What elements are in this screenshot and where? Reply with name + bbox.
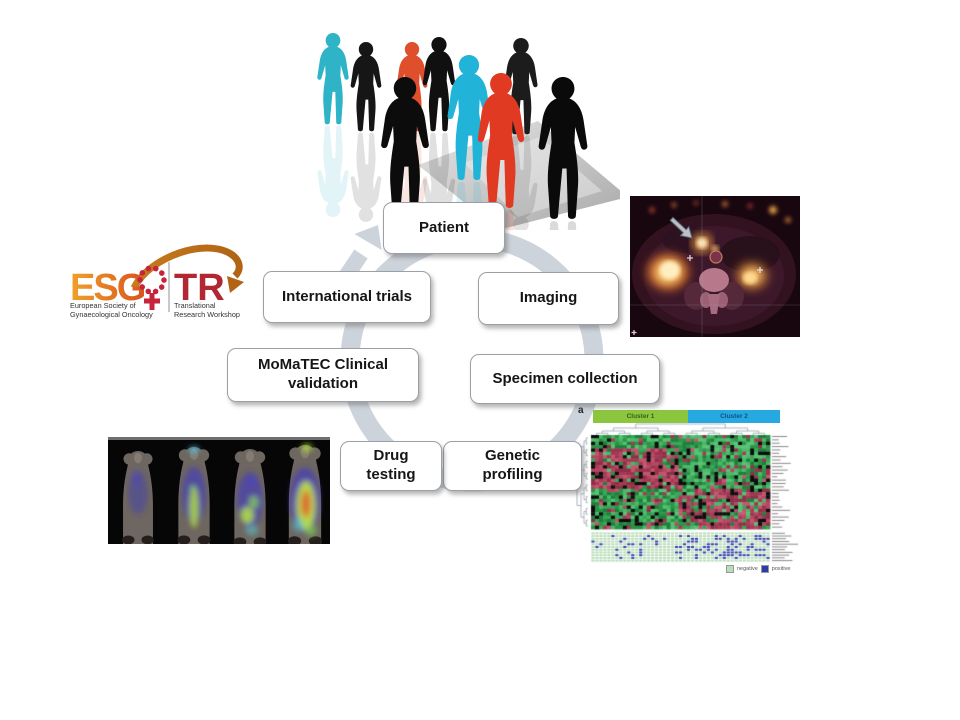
heatmap-cluster2-bar: Cluster 2	[688, 410, 780, 423]
cycle-arrowhead-icon	[354, 225, 382, 250]
pet-vertebra	[699, 268, 729, 292]
legend-positive-swatch	[760, 565, 769, 573]
cycle-node-specimen-collection: Specimen collection	[470, 354, 660, 404]
logo-esg-text: ESG	[70, 267, 145, 309]
logo-caption: Translational	[174, 301, 216, 310]
mouse-2	[177, 446, 211, 544]
cycle-node-imaging: Imaging	[478, 272, 619, 325]
cycle-node-international-trials: International trials	[263, 271, 431, 323]
cycle-node-drug-testing: Drug testing	[340, 441, 442, 491]
logo-caption: Gynaecological Oncology	[70, 310, 153, 319]
logo-swoosh	[130, 244, 243, 290]
esgo-tr-logo: ESG TR European Society of Gynaecologica…	[70, 244, 244, 319]
pet-marker-crosses	[631, 255, 763, 335]
cycle-node-patient: Patient	[383, 202, 505, 254]
heatmap-cluster1-bar: Cluster 1	[593, 410, 688, 423]
legend-positive-label: positive	[771, 566, 791, 572]
logo-caption: Research Workshop	[174, 310, 240, 319]
pet-aorta	[709, 250, 723, 264]
cycle-node-momatec-clinical-validation: MoMaTEC Clinical validation	[227, 348, 419, 402]
heatmap-legend: negative positive	[726, 565, 790, 573]
legend-negative-label: negative	[737, 566, 758, 572]
mouse-imaging-image	[108, 437, 330, 544]
people-silhouettes-image	[317, 33, 620, 230]
legend-negative-swatch	[726, 565, 734, 573]
mouse-1	[122, 451, 154, 544]
pet-target-hotspot	[696, 237, 708, 249]
logo-tr-text: TR	[174, 267, 225, 309]
pet-ct-scan-image	[630, 196, 800, 337]
heatmap-figure: a Cluster 1 Cluster 2 negative positive	[576, 402, 806, 580]
logo-swoosh-arrowhead	[227, 276, 244, 293]
heatmap-cells-canvas	[576, 423, 804, 565]
mouse-3	[233, 449, 267, 544]
pet-annotation-arrow-icon	[669, 216, 693, 239]
heatmap-panel-label: a	[578, 405, 584, 416]
cycle-node-genetic-profiling: Genetic profiling	[443, 441, 582, 491]
logo-caption: European Society of	[70, 301, 137, 310]
mouse-4	[287, 444, 323, 544]
female-symbol-icon	[137, 265, 167, 310]
pet-calcification-dots	[649, 200, 791, 223]
